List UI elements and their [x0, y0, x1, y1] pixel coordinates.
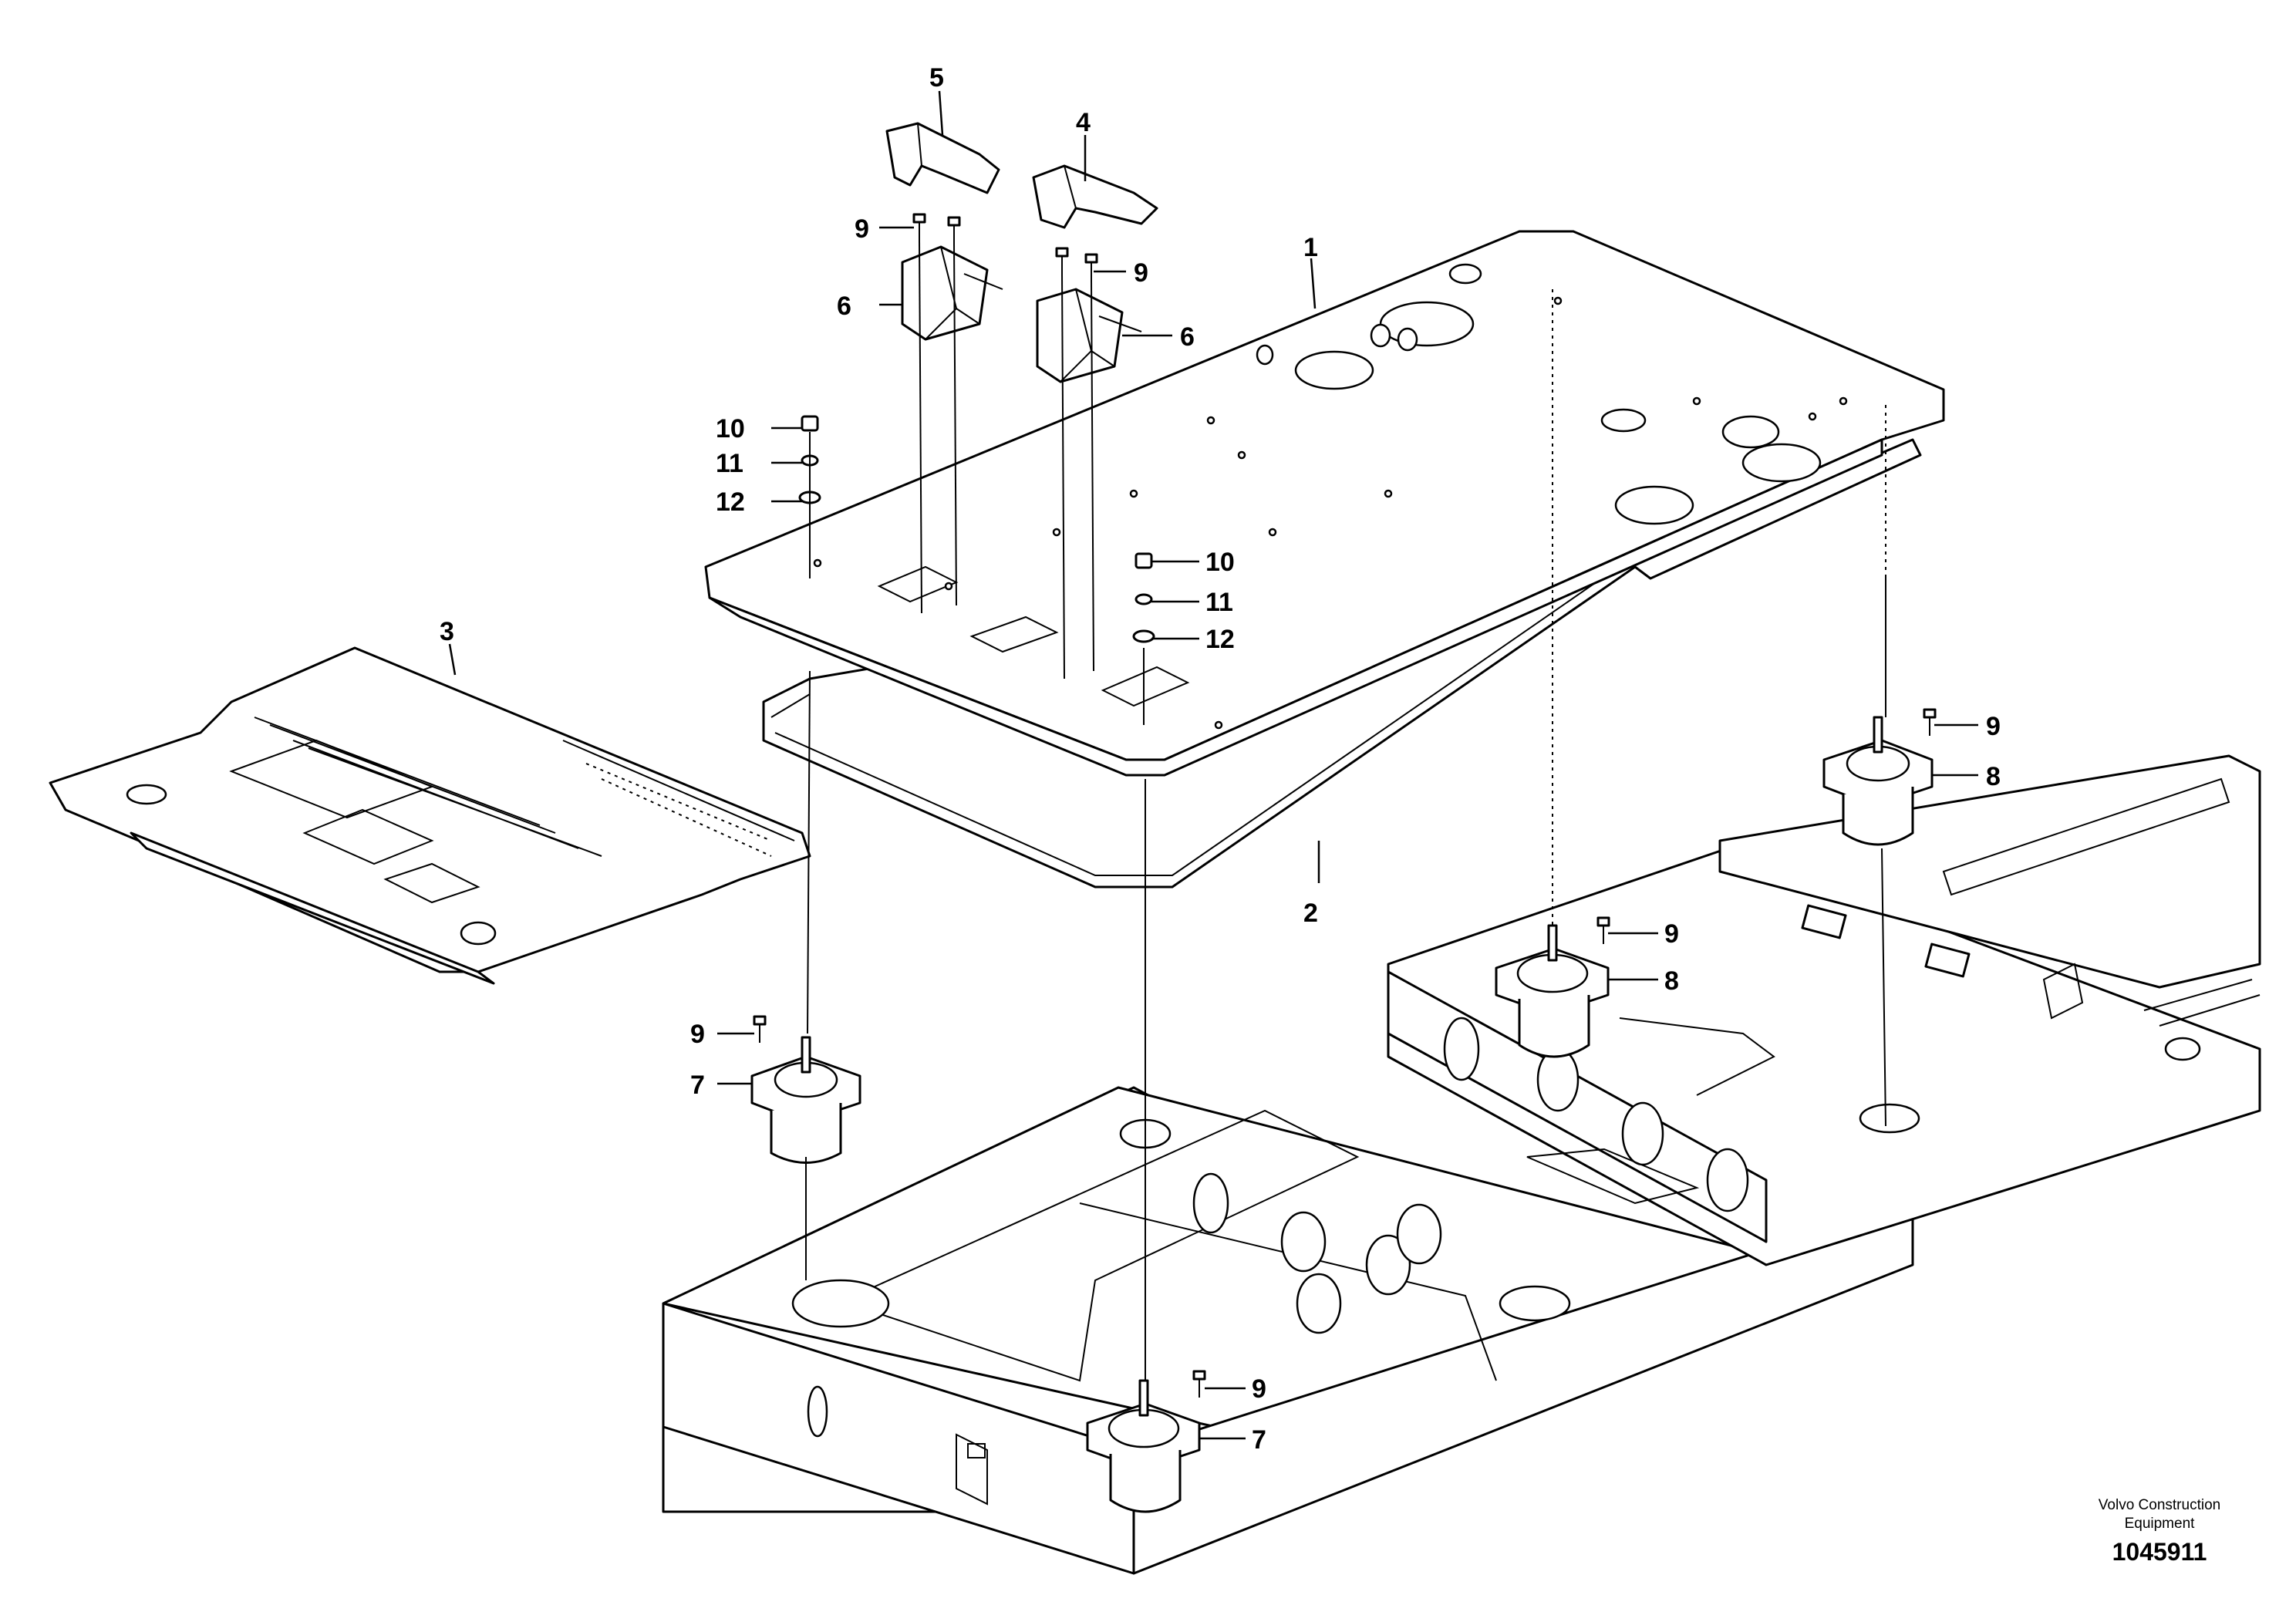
part-10-nut	[801, 415, 819, 432]
callout-6-left: 6	[837, 292, 851, 321]
part-6-bracket-left	[901, 245, 1003, 341]
base-frame-rear	[1387, 754, 2261, 1266]
brand-label: Volvo Construction Equipment	[2028, 1496, 2291, 1533]
callout-12-left: 12	[716, 487, 745, 517]
part-9-bolt	[1923, 708, 1937, 736]
callout-2: 2	[1303, 899, 1318, 928]
callout-6-right: 6	[1180, 322, 1195, 352]
callout-9-front-mount: 9	[1252, 1374, 1266, 1404]
callout-9-right-mount: 9	[1986, 712, 2001, 741]
part-4-cover	[1032, 164, 1158, 229]
callout-8-center: 8	[1664, 966, 1679, 996]
part-1-floor-plate	[704, 230, 1945, 777]
callout-10-right: 10	[1205, 548, 1235, 577]
callout-10-left: 10	[716, 414, 745, 443]
part-11-washer	[1135, 593, 1153, 605]
part-9-bolt	[1055, 247, 1069, 275]
leader-lines	[448, 90, 1978, 1440]
callout-5: 5	[929, 63, 944, 93]
callout-1: 1	[1303, 233, 1318, 262]
part-7-mount-left	[750, 1036, 861, 1164]
part-10-nut	[1135, 552, 1153, 569]
part-9-bolt	[1596, 916, 1610, 944]
callout-9-top-right: 9	[1134, 258, 1148, 288]
part-8-mount-center	[1495, 924, 1610, 1058]
base-frame-front	[662, 1086, 1914, 1575]
part-9-bolt	[753, 1015, 767, 1043]
assembly-lines	[805, 240, 1886, 1381]
callout-11-left: 11	[716, 449, 743, 478]
part-3-floor-mat	[49, 646, 811, 985]
callout-3: 3	[440, 617, 454, 646]
callout-7-left: 7	[690, 1071, 705, 1100]
callout-4: 4	[1076, 108, 1091, 137]
drawing-number: 1045911	[2112, 1538, 2207, 1566]
part-9-bolt	[947, 216, 961, 244]
callout-labels: 1 2 3 4 5 6 6 9 9 10 11 12 10 11 12 9 8 …	[440, 63, 2001, 1455]
callout-8-right: 8	[1986, 762, 2001, 791]
callout-12-right: 12	[1205, 625, 1235, 654]
part-8-mount-right	[1822, 716, 1934, 846]
brand-line-2: Equipment	[2124, 1516, 2195, 1532]
part-7-mount-front	[1086, 1379, 1201, 1513]
callout-11-right: 11	[1205, 588, 1233, 617]
part-9-bolt	[1192, 1370, 1206, 1398]
callout-9-left-mount: 9	[690, 1020, 705, 1049]
part-5-cover	[885, 122, 1000, 194]
callout-9-center-mount: 9	[1664, 919, 1679, 949]
callout-7-front: 7	[1252, 1425, 1266, 1455]
part-12-washer	[1132, 629, 1155, 643]
brand-line-1: Volvo Construction	[2098, 1497, 2221, 1513]
part-9-bolt	[912, 213, 926, 241]
part-9-bolt	[1084, 253, 1098, 281]
callout-9-top-left: 9	[855, 214, 869, 244]
